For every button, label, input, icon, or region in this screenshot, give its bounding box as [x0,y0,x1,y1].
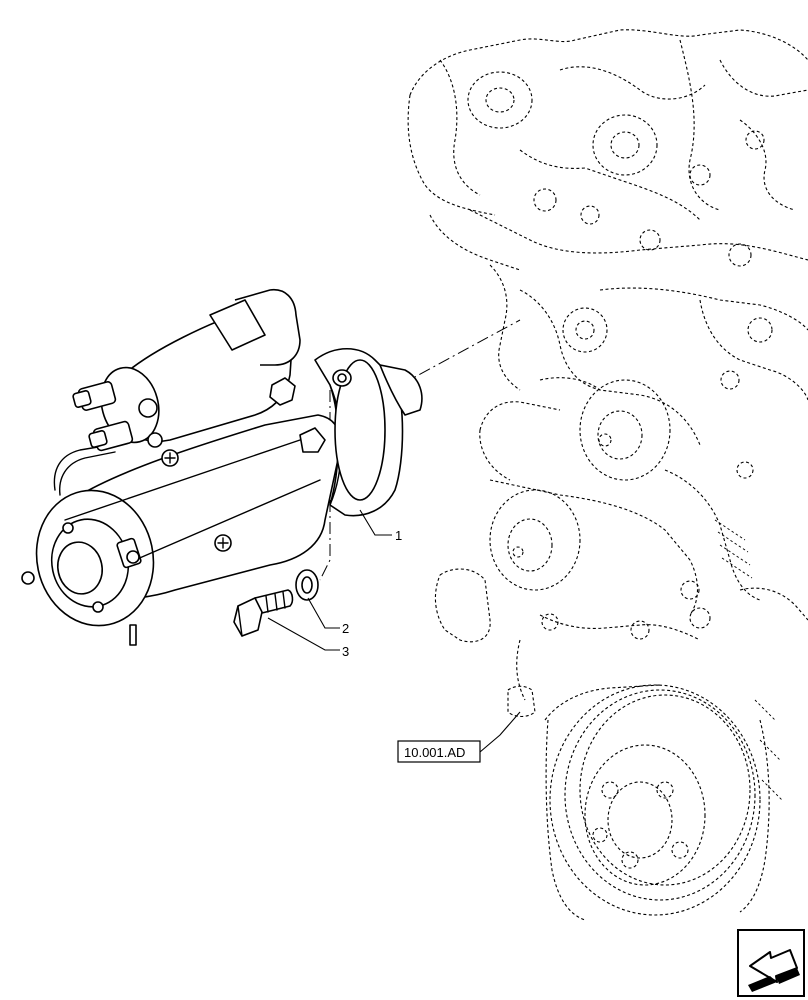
bolt-axis-line [319,390,331,581]
leader-lines [267,509,521,753]
starter-motor [21,289,423,646]
callout-1: 1 [395,528,402,543]
bolt [233,589,294,637]
callout-3: 3 [342,644,349,659]
reference-box[interactable]: 10.001.AD [397,740,481,763]
arrow-previous-icon[interactable] [737,929,805,997]
callout-2: 2 [342,621,349,636]
reference-label[interactable]: 10.001.AD [404,745,465,760]
mounting-centerline [399,319,521,386]
washer [295,569,319,601]
engine-block-outline [407,29,808,921]
